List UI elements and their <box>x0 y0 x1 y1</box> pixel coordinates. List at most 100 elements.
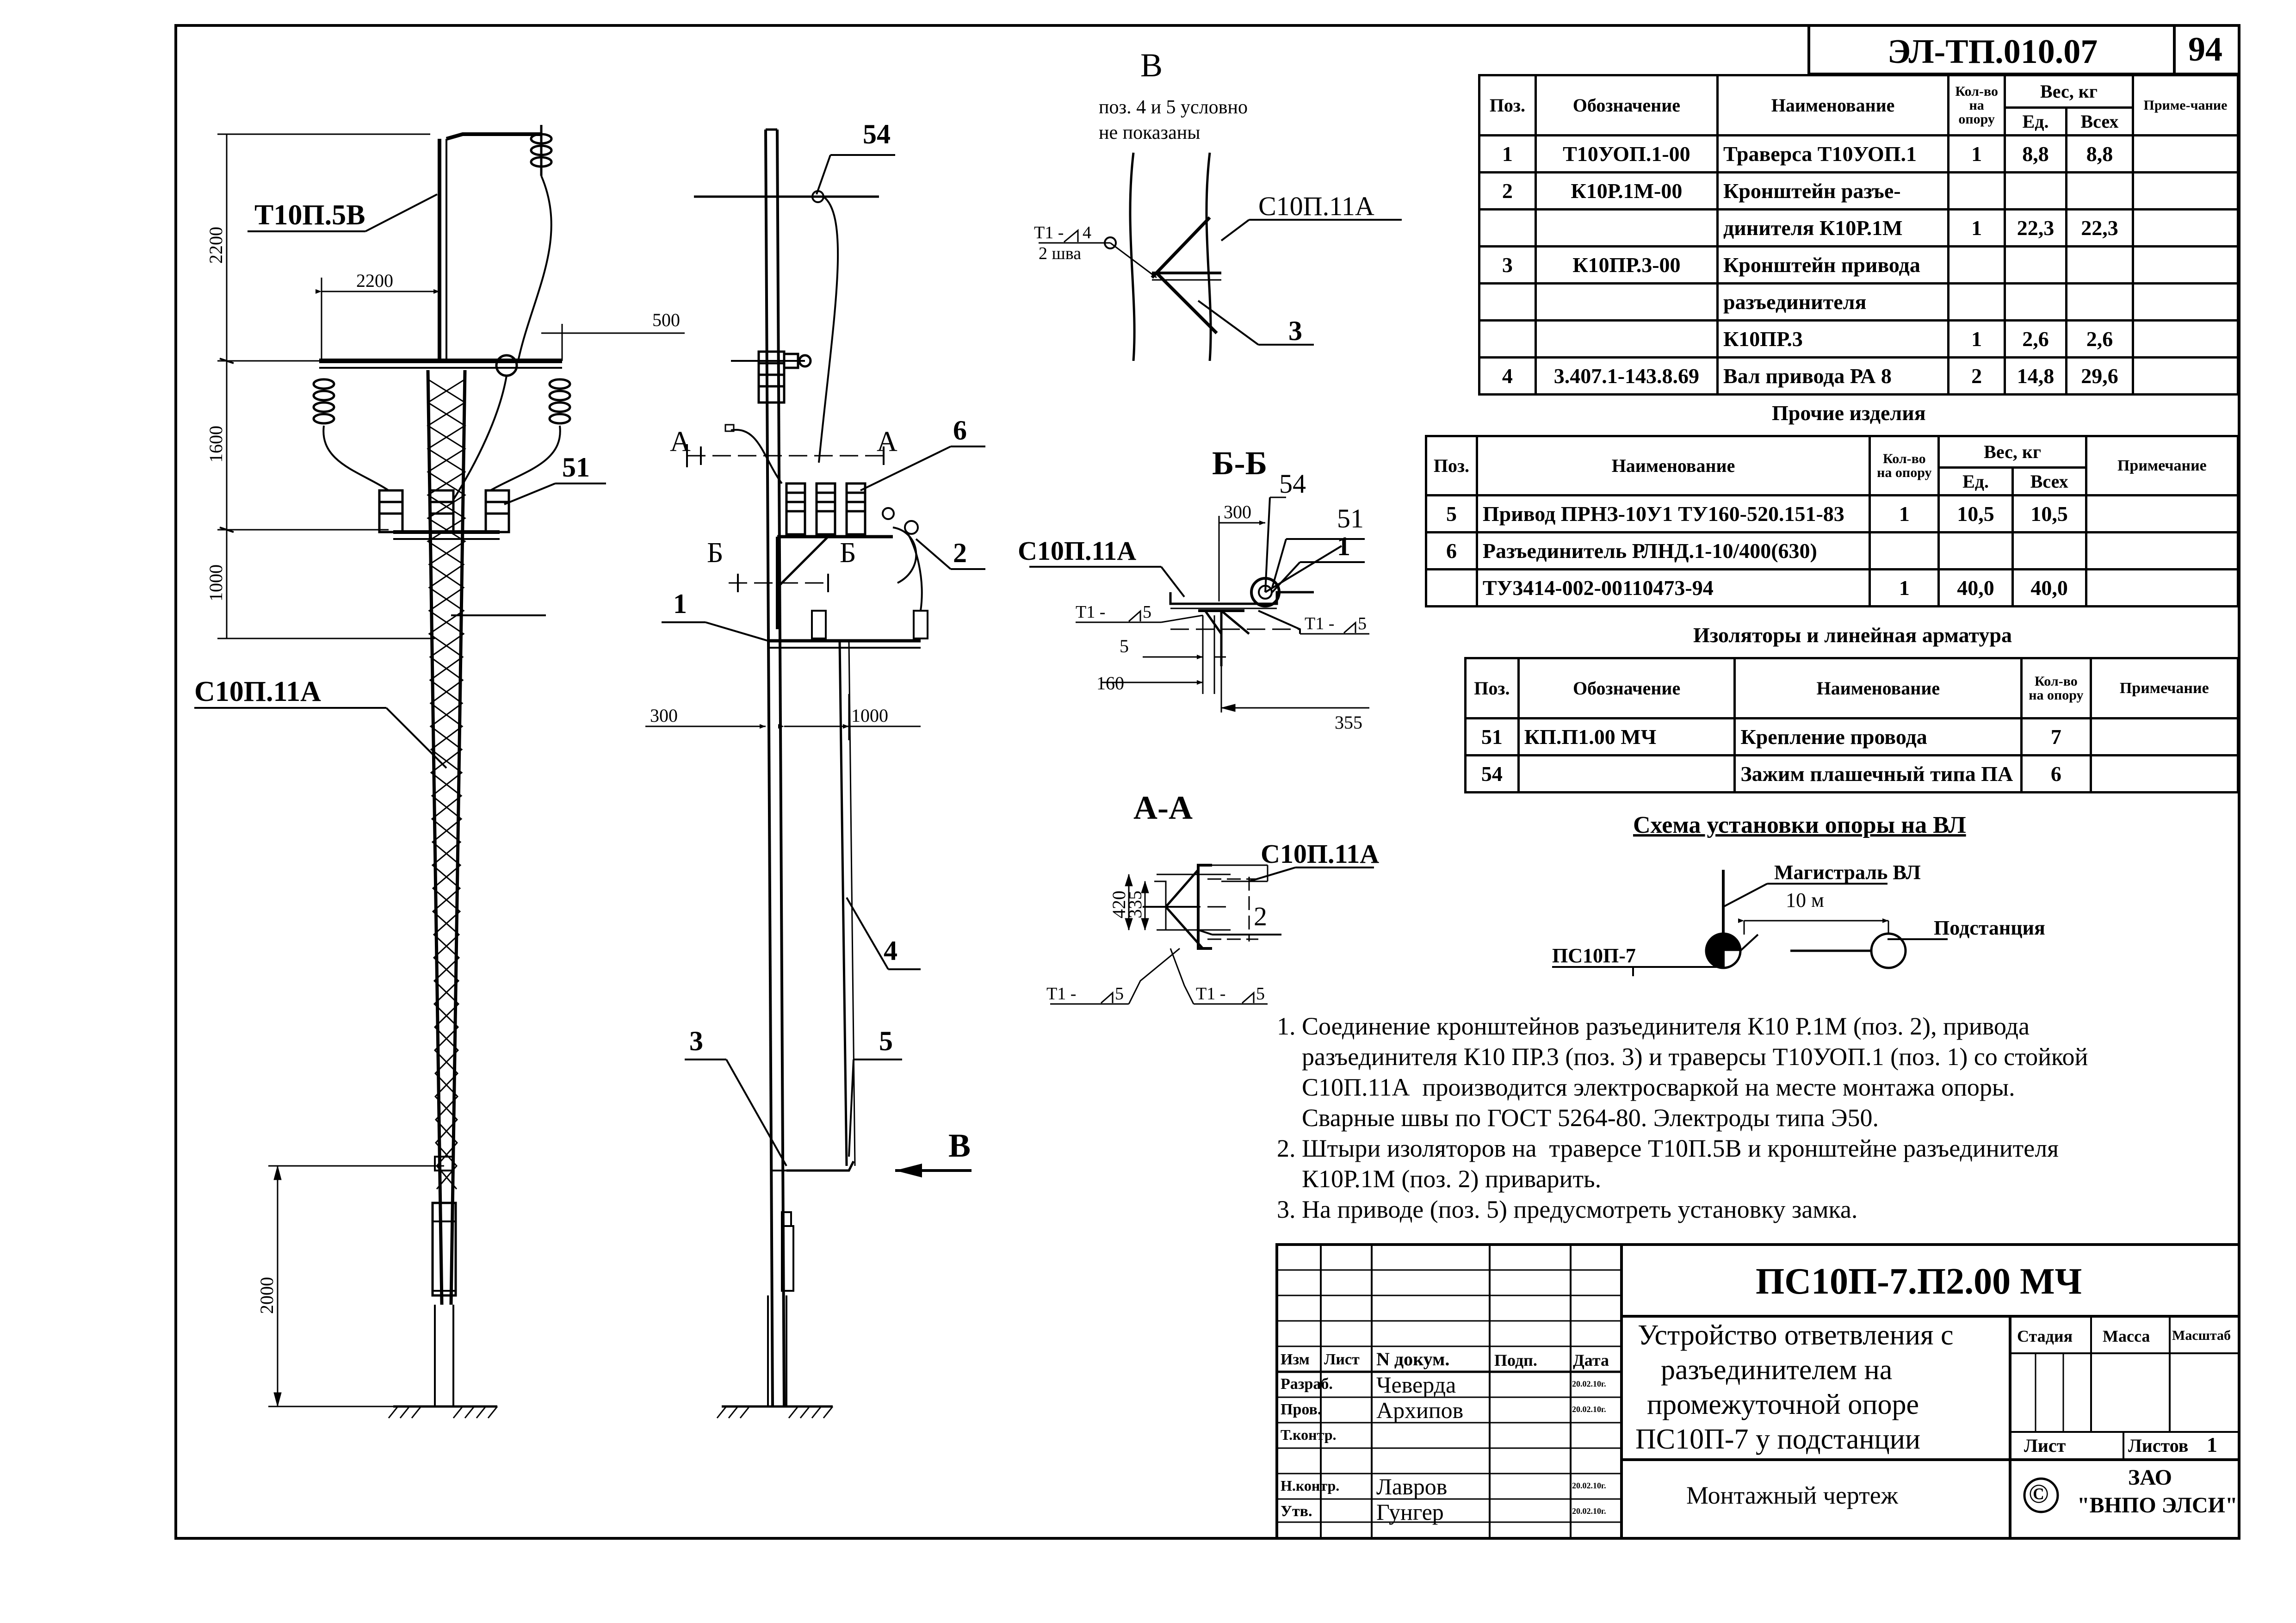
ins-r0-name: Крепление провода <box>1733 717 2023 756</box>
view-b-weld-count: 2 шва <box>1039 244 1081 263</box>
post-label-left: С10П.11А <box>194 676 321 707</box>
ins-hdr-note: Примечание <box>2089 657 2240 719</box>
left-view <box>194 125 685 1419</box>
sheets-count: 1 <box>2207 1433 2217 1456</box>
main-r3-unit <box>2004 245 2067 285</box>
ins-r1-note <box>2089 754 2240 793</box>
dim-2000: 2000 <box>256 1277 277 1314</box>
dim-500: 500 <box>652 310 680 330</box>
other-r2-unit: 40,0 <box>1937 568 2014 607</box>
main-r4-unit <box>2004 282 2067 322</box>
installation-scheme <box>1552 870 1948 976</box>
section-bb-1: 1 <box>1337 531 1350 561</box>
spec-table-main: Поз. Обозначение Наименование Кол-во на … <box>1478 74 2240 396</box>
section-bb-dim-5: 5 <box>1120 636 1129 657</box>
main-r6-name: Вал привода РА 8 <box>1716 356 1950 396</box>
scale-header: Масштаб <box>2172 1328 2231 1343</box>
title-line-4: ПС10П-7 у подстанции <box>1635 1424 1921 1455</box>
title-line-1: Устройство ответвления с <box>1638 1319 1954 1351</box>
main-r2-total: 22,3 <box>2065 208 2134 248</box>
other-hdr-weight: Вес, кг <box>1937 435 2087 469</box>
other-r2-total: 40,0 <box>2011 568 2087 607</box>
dim-1000-mid: 1000 <box>851 705 888 726</box>
role-4: Н.контр. <box>1281 1477 1340 1494</box>
view-b-post: С10П.11А <box>1258 191 1374 221</box>
ins-r0-pos: 51 <box>1464 717 1520 756</box>
main-r4-note <box>2131 282 2240 322</box>
section-aa-weld-r-leg: 5 <box>1256 984 1265 1004</box>
main-r1-name: Кронштейн разъе- <box>1716 171 1950 211</box>
copyright-symbol: © <box>2029 1479 2049 1509</box>
other-r0-name: Привод ПРНЗ-10У1 ТУ160-520.151-83 <box>1475 494 1871 533</box>
dim-2200-v: 2200 <box>205 227 226 264</box>
main-hdr-designation: Обозначение <box>1534 74 1719 136</box>
ins-r1-name: Зажим плашечный типа ПА <box>1733 754 2023 793</box>
main-hdr-qty: Кол-во на опору <box>1947 74 2006 136</box>
section-bb <box>1029 496 1369 712</box>
main-r3-qty <box>1947 245 2006 285</box>
pos-51-label: 51 <box>562 452 590 483</box>
other-r1-name: Разъединитель РЛНД.1-10/400(630) <box>1475 531 1871 570</box>
main-r0-total: 8,8 <box>2065 134 2134 173</box>
main-r5-unit: 2,6 <box>2004 319 2067 359</box>
main-r4-name: разъединителя <box>1716 282 1950 322</box>
main-r3-designation: К10ПР.3-00 <box>1534 245 1719 285</box>
section-aa-labels: А-А С10П.11А 2 420 335 Т1 - 5 Т1 - 5 <box>1046 789 1379 1004</box>
role-0-date: 20.02.10г. <box>1572 1379 1606 1388</box>
ins-r0-qty: 7 <box>2020 717 2092 756</box>
main-r6-pos: 4 <box>1478 356 1537 396</box>
role-4-name: Лавров <box>1376 1474 1448 1499</box>
section-aa-2: 2 <box>1254 901 1267 931</box>
scheme-substation: Подстанция <box>1934 917 2045 939</box>
middle-view <box>645 128 985 1419</box>
pos-4-label: 4 <box>884 935 897 966</box>
view-b-note-2: не показаны <box>1099 122 1200 143</box>
main-r1-qty <box>1947 171 2006 211</box>
col-izm: Изм <box>1281 1351 1310 1368</box>
role-0: Разраб. <box>1281 1375 1333 1393</box>
other-r2-name: ТУ3414-002-00110473-94 <box>1475 568 1871 607</box>
ins-r1-designation <box>1517 754 1736 793</box>
scheme-main-line: Магистраль ВЛ <box>1774 861 1921 884</box>
section-bb-post: С10П.11А <box>1018 536 1136 566</box>
other-r1-pos: 6 <box>1425 531 1478 570</box>
section-aa-weld-l-leg: 5 <box>1115 984 1124 1004</box>
title-block-grid <box>1275 1243 2240 1540</box>
col-podp: Подп. <box>1494 1351 1537 1369</box>
main-r2-name: динителя К10Р.1М <box>1716 208 1950 248</box>
main-r4-designation <box>1534 282 1719 322</box>
ins-r1-pos: 54 <box>1464 754 1520 793</box>
section-aa-weld-r: Т1 - <box>1196 984 1225 1004</box>
section-aa-title: А-А <box>1133 789 1193 826</box>
main-r1-note <box>2131 171 2240 211</box>
other-r1-note <box>2085 531 2240 570</box>
role-0-name: Чеверда <box>1376 1372 1456 1398</box>
main-r0-qty: 1 <box>1947 134 2006 173</box>
main-r0-name: Траверса Т10УОП.1 <box>1716 134 1950 173</box>
role-1: Пров. <box>1281 1401 1322 1418</box>
view-b-pos: 3 <box>1288 316 1302 346</box>
scheme-title: Схема установки опоры на ВЛ <box>1633 812 1966 838</box>
view-b-weld-leg: 4 <box>1083 223 1091 242</box>
main-r4-pos <box>1478 282 1537 322</box>
left-view-labels: Т10П.5В С10П.11А 51 2200 1600 1000 2000 … <box>194 199 680 1314</box>
main-r6-unit: 14,8 <box>2004 356 2067 396</box>
main-r5-pos <box>1478 319 1537 359</box>
section-bb-51: 51 <box>1337 503 1364 533</box>
scheme-distance: 10 м <box>1786 889 1824 911</box>
ins-hdr-name: Наименование <box>1733 657 2023 719</box>
section-bb-dim-355: 355 <box>1335 712 1362 733</box>
main-r3-note <box>2131 245 2240 285</box>
cut-a-right: А <box>877 426 897 458</box>
main-r5-total: 2,6 <box>2065 319 2134 359</box>
note-line: К10Р.1М (поз. 2) приварить. <box>1277 1165 1602 1193</box>
title-line-2: разъединителем на <box>1661 1354 1893 1386</box>
dim-2200-h: 2200 <box>356 270 393 291</box>
other-hdr-total: Всех <box>2011 466 2087 496</box>
note-line: С10П.11А производится электросваркой на … <box>1277 1073 2015 1101</box>
other-hdr-unit: Ед. <box>1937 466 2014 496</box>
main-r5-note <box>2131 319 2240 359</box>
main-hdr-pos: Поз. <box>1478 74 1537 136</box>
main-hdr-note: Приме-чание <box>2131 74 2240 136</box>
crossarm-label: Т10П.5В <box>254 199 365 231</box>
